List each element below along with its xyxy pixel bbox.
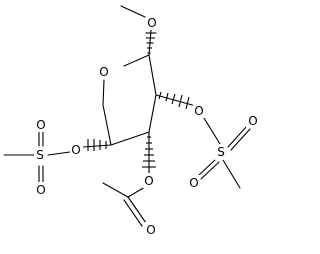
methoxy-oxygen-label: O xyxy=(147,16,156,30)
bond-sulfur-right-o-down-a xyxy=(197,158,217,177)
bond-sulfur-right-methyl xyxy=(222,159,241,189)
stereo-hash-c3-oac xyxy=(142,136,156,168)
mesyl-left-oxygen-bottom-label: O xyxy=(36,183,45,197)
bond-c2-c1 xyxy=(148,54,157,96)
bond-c5-c4 xyxy=(102,104,112,146)
stereo-hash-c1-methoxy xyxy=(145,32,157,54)
bond-c4-mesyl-left-o xyxy=(82,144,112,148)
bond-sulfur-right-o-up-b xyxy=(230,128,251,151)
mesyl-right-sulfur-label: S xyxy=(217,145,225,159)
mesyl-right-oxygen-up-label: O xyxy=(248,114,257,128)
ring-oxygen-label: O xyxy=(99,65,108,79)
bond-c1-ring-o xyxy=(123,54,150,67)
bond-methyl-methoxy-o xyxy=(120,5,146,18)
bond-c2-mesyl-right-o xyxy=(155,94,197,107)
mesyl-left-oxygen-top-label: O xyxy=(36,118,45,132)
bond-carbonyl-c-o-b xyxy=(123,199,143,227)
bond-layer xyxy=(3,5,251,227)
acetyl-bridge-oxygen-label: O xyxy=(144,174,153,188)
stereo-hash-c2-oms xyxy=(158,91,190,110)
bond-mesyl-left-o-sulfur xyxy=(47,151,71,156)
acetyl-carbonyl-oxygen-label: O xyxy=(146,223,155,237)
bond-c3-c2 xyxy=(148,94,157,133)
stereo-hash-c4-oms xyxy=(87,139,107,151)
bond-carbonyl-c-o-a xyxy=(127,196,147,224)
bond-carbonyl-c-methyl xyxy=(102,182,129,198)
bond-mesyl-right-o-sulfur xyxy=(203,117,221,145)
bond-sulfur-right-o-up-a xyxy=(227,125,248,148)
mesyl-left-bridge-oxygen-label: O xyxy=(71,143,80,157)
atom-labels: O O O O S O O S O O O O xyxy=(34,15,259,237)
mesyl-left-sulfur-label: S xyxy=(36,148,44,162)
bond-c4-c3 xyxy=(110,131,150,146)
mesyl-right-oxygen-down-label: O xyxy=(189,176,198,190)
mesyl-right-bridge-oxygen-label: O xyxy=(194,104,203,118)
bond-ring-o-c5 xyxy=(102,79,105,106)
molecule-structure-diagram: O O O O S O O S O O O O xyxy=(3,5,259,237)
bond-acetyl-o-carbonyl-c xyxy=(127,186,146,198)
bond-sulfur-right-o-down-b xyxy=(200,161,220,180)
